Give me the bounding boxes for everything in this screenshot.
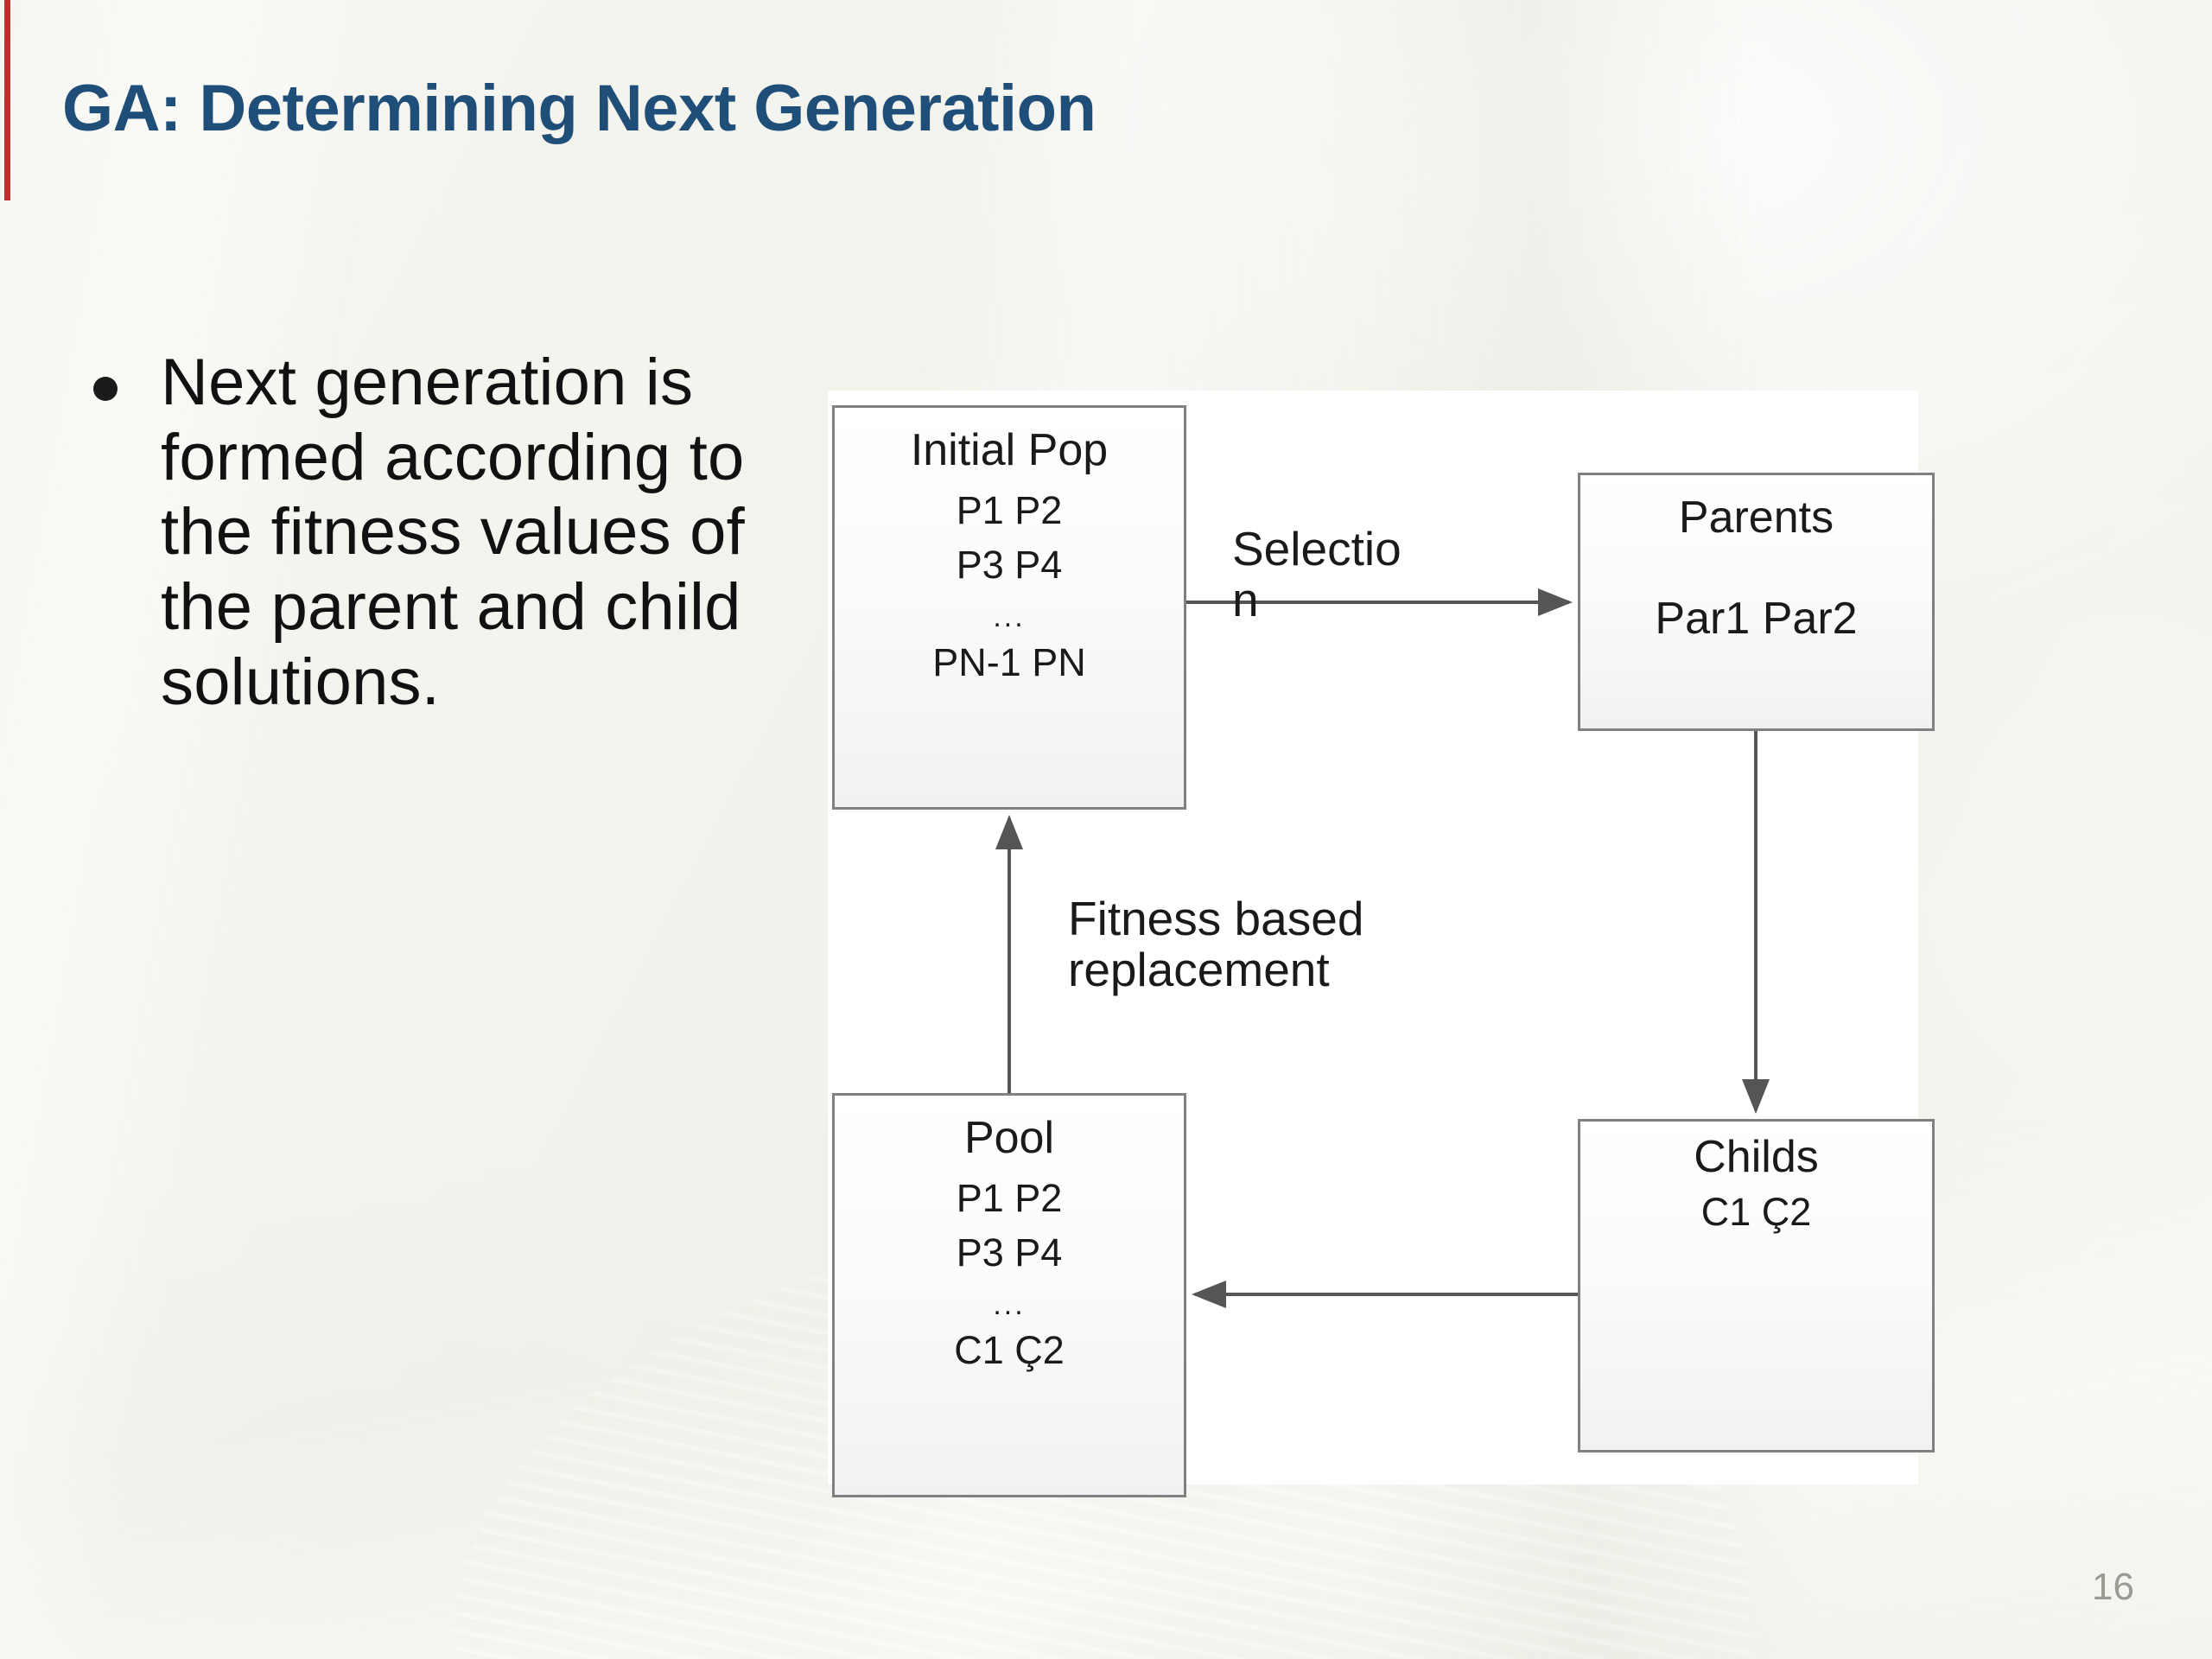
box-title-parents: Parents — [1678, 493, 1834, 543]
edge-label-fitness-replacement: Fitness based replacement — [1068, 893, 1474, 996]
box-line-pool-3: ... — [993, 1288, 1026, 1322]
edge-label-fitness-line2: replacement — [1068, 943, 1330, 997]
diagram-box-childs: Childs C1 Ç2 — [1578, 1119, 1935, 1452]
page-number: 16 — [2092, 1566, 2134, 1608]
box-line-initial-pop-4: PN-1 PN — [932, 639, 1086, 684]
diagram-box-pool: Pool P1 P2 P3 P4 ... C1 Ç2 — [832, 1093, 1186, 1497]
page-title: GA: Determining Next Generation — [62, 72, 1096, 145]
box-line-initial-pop-3: ... — [993, 601, 1026, 634]
box-line-pool-4: C1 Ç2 — [954, 1327, 1065, 1372]
box-title-childs: Childs — [1694, 1132, 1819, 1182]
edge-label-selection-line2: n — [1232, 573, 1259, 627]
box-title-initial-pop: Initial Pop — [910, 425, 1109, 475]
diagram-box-parents: Parents Par1 Par2 — [1578, 473, 1935, 731]
box-line-initial-pop-2: P3 P4 — [956, 542, 1063, 587]
edge-label-fitness-line1: Fitness based — [1068, 892, 1364, 945]
bullet-list: Next generation is formed according to t… — [93, 346, 793, 720]
edge-label-selection: Selectio n — [1232, 522, 1491, 627]
box-line-initial-pop-1: P1 P2 — [956, 487, 1063, 532]
diagram-panel: Initial Pop P1 P2 P3 P4 ... PN-1 PN Pare… — [828, 391, 1935, 1497]
box-line-pool-2: P3 P4 — [956, 1230, 1063, 1274]
bullet-marker-icon — [93, 377, 118, 401]
bullet-item-text: Next generation is formed according to t… — [161, 346, 745, 719]
left-accent-bar — [4, 0, 10, 200]
box-line-parents-1: Par1 Par2 — [1655, 593, 1858, 644]
box-line-pool-1: P1 P2 — [956, 1175, 1063, 1220]
box-title-pool: Pool — [963, 1113, 1055, 1163]
box-line-childs-1: C1 Ç2 — [1700, 1189, 1812, 1234]
edge-label-selection-line1: Selectio — [1232, 522, 1402, 575]
diagram-box-initial-pop: Initial Pop P1 P2 P3 P4 ... PN-1 PN — [832, 405, 1186, 810]
